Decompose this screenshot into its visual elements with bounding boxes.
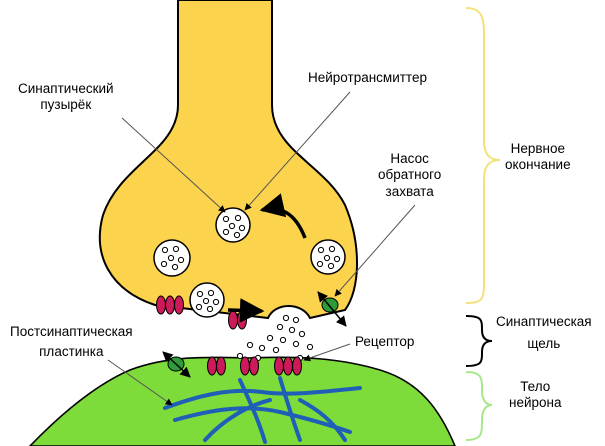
receptor-label: Рецептор xyxy=(355,334,415,349)
synaptic-vesicle-label: Синаптический пузырёк xyxy=(18,81,114,113)
neuron-body-label: Тело нейрона xyxy=(509,379,562,411)
nerve-terminal xyxy=(98,0,358,320)
process-arrows xyxy=(227,193,307,323)
nerve-ending-label: Нервное окончание xyxy=(505,141,571,173)
postsynaptic-receptors xyxy=(207,356,302,376)
postsynaptic-plate-label: Постсинаптическая пластинка xyxy=(10,324,133,360)
vesicle xyxy=(153,239,191,277)
label-pointers xyxy=(107,91,416,406)
reuptake-pump-label: Насос обратного захвата xyxy=(378,151,442,199)
neurotransmitter-molecules xyxy=(236,314,314,362)
synaptic-cleft-label: Синаптическая щель xyxy=(496,314,592,352)
neuron-fibers xyxy=(163,376,362,444)
pump-arrows xyxy=(162,291,347,378)
vesicle xyxy=(189,282,225,318)
vesicle xyxy=(310,239,346,275)
neurotransmitter-label: Нейротрансмиттер xyxy=(308,70,427,85)
synaptic-cleft-brace xyxy=(465,315,493,367)
nerve-ending-brace xyxy=(465,7,501,304)
synaptic-vesicles xyxy=(153,207,346,318)
neuron-body-brace xyxy=(465,371,493,441)
vesicle xyxy=(215,207,251,243)
